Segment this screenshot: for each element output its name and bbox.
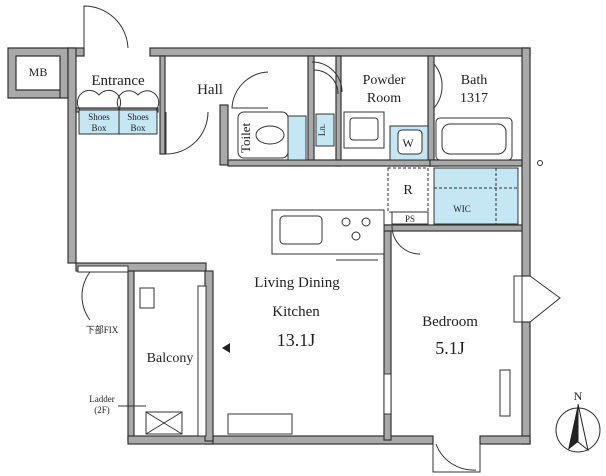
- labels: MB Entrance Shoes Box Shoes Box Hall Toi…: [29, 65, 488, 415]
- vent-marker: [537, 160, 543, 166]
- ldk-label-2: Kitchen: [272, 304, 320, 320]
- bedroom-door: [391, 225, 421, 255]
- linen-door: [313, 69, 339, 95]
- left-wall: [67, 47, 77, 264]
- washer-drum: [397, 129, 423, 155]
- powder-room-label-2: Room: [367, 91, 401, 106]
- balcony-glazing: [197, 285, 207, 437]
- powder-door: [311, 61, 343, 93]
- bedroom-window: [513, 275, 523, 323]
- bath-wall: [427, 55, 435, 167]
- entrance-door: [83, 5, 129, 49]
- fixtures: [76, 89, 543, 437]
- wet-area-bottom: [227, 159, 439, 167]
- bedroom-closet-door: [499, 369, 511, 417]
- shoes-box-right: [118, 109, 158, 135]
- shoes-box-right-label-2: Box: [130, 123, 146, 133]
- balcony-arrow: [222, 343, 230, 353]
- ladder-label-2: (2F): [94, 405, 110, 415]
- bedroom-window-door: [432, 440, 481, 473]
- bath-bottom: [429, 159, 523, 167]
- right-wall-upper: [521, 47, 531, 277]
- powder-wall: [335, 55, 342, 167]
- bedroom-size: 5.1J: [435, 338, 465, 358]
- doors: [81, 5, 561, 473]
- sink-basin: [349, 117, 379, 141]
- top-wall: [149, 47, 531, 57]
- ldk-label-1: Living Dining: [254, 275, 340, 291]
- linen-shelf: [315, 113, 335, 147]
- wic-label: WIC: [453, 204, 471, 214]
- bathtub-inner: [441, 123, 507, 155]
- stove-burner-3: [351, 231, 361, 241]
- entrance-label: Entrance: [91, 73, 145, 89]
- toilet-bowl: [255, 125, 285, 145]
- toilet-tank: [287, 115, 307, 161]
- toilet-label: Toilet: [238, 123, 253, 154]
- north-compass: N: [555, 389, 601, 453]
- bedroom-top-wall: [383, 224, 523, 232]
- ladder-label-1: Ladder: [89, 394, 114, 404]
- right-window: [529, 275, 561, 323]
- bottom-wall-right: [479, 435, 531, 445]
- compass-needle-dark: [568, 404, 578, 450]
- ldk-size: 13.1J: [277, 330, 316, 350]
- walls: [7, 47, 531, 445]
- ladder-cross-2: [145, 411, 183, 435]
- pipe-space-box: [391, 211, 429, 225]
- shoes-box-arc-right: [116, 90, 160, 111]
- refrigerator-label: R: [403, 183, 413, 198]
- fix-window-swing: [81, 271, 91, 321]
- shoes-box-left: [78, 109, 120, 135]
- bedroom-label: Bedroom: [422, 314, 478, 330]
- compass-north-label: N: [574, 389, 583, 403]
- mb-label: MB: [29, 65, 48, 79]
- bath-label-2: 1317: [460, 91, 488, 106]
- balcony-bottom-wall: [127, 435, 214, 445]
- right-wall-lower: [521, 321, 531, 445]
- ladder-hatch: [139, 287, 155, 309]
- hall-door: [165, 111, 209, 155]
- stove-burner-2: [361, 217, 371, 227]
- fix-window-frame: [77, 265, 129, 273]
- refrigerator-space: [387, 167, 429, 213]
- balcony-top-wall: [75, 262, 207, 272]
- toilet-door: [231, 71, 269, 109]
- stove-burner-1: [341, 217, 351, 227]
- balcony-left-wall: [127, 270, 135, 442]
- compass-needle-light: [577, 403, 589, 452]
- shoes-box-right-label-1: Shoes: [127, 112, 149, 122]
- toilet-wall-right: [307, 55, 315, 165]
- powder-room-label-1: Powder: [363, 73, 406, 88]
- bath-door: [433, 63, 443, 109]
- ldk-storage: [227, 413, 293, 435]
- pipe-space-label: PS: [405, 214, 415, 224]
- wic-space: [433, 167, 519, 225]
- shoes-box-left-label-1: Shoes: [88, 112, 110, 122]
- washer-label: W: [402, 136, 414, 150]
- hall-wall: [159, 55, 166, 155]
- hall-label: Hall: [197, 82, 223, 98]
- bottom-wall-left: [204, 435, 434, 445]
- bedroom-window-swing: [435, 443, 477, 471]
- fix-note: 下部FIX: [86, 324, 119, 335]
- kitchen-sink: [279, 215, 323, 245]
- shoes-box-arc-left: [76, 89, 122, 111]
- linen-label: Ln.: [317, 124, 327, 136]
- partition-door: [383, 373, 392, 415]
- balcony-label: Balcony: [147, 351, 194, 366]
- bath-label-1: Bath: [461, 73, 487, 88]
- toilet-wall-left: [219, 104, 229, 166]
- shoes-box-left-label-2: Box: [91, 123, 107, 133]
